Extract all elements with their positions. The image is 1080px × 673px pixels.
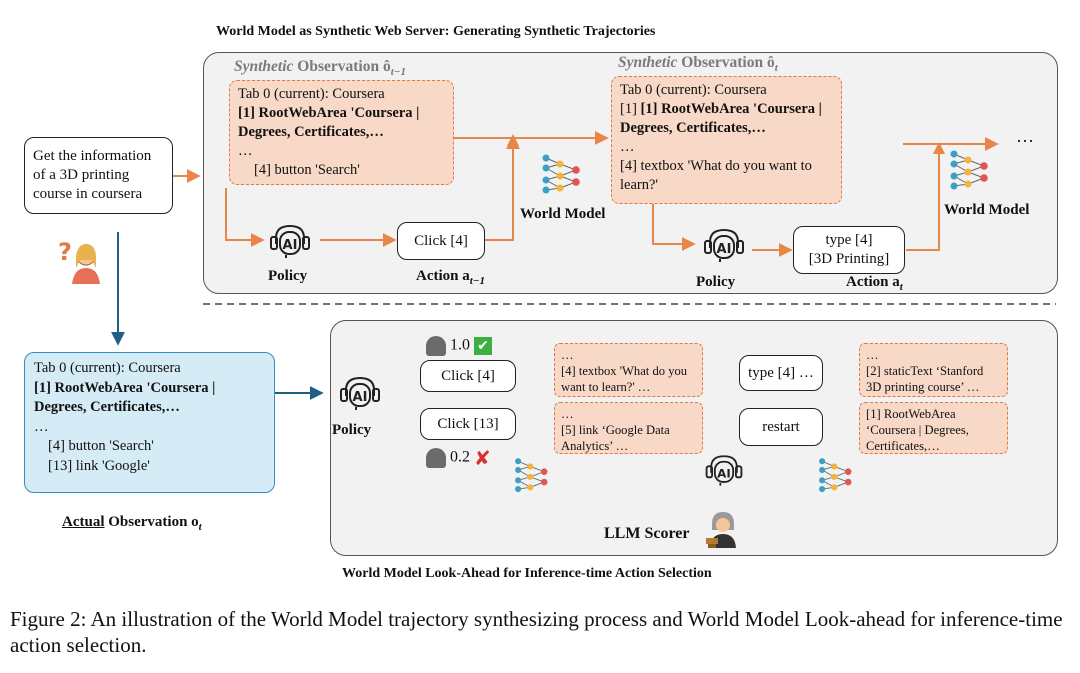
policy-label-2: Policy — [696, 274, 736, 290]
policy-ai-icon: AI — [340, 376, 380, 410]
actual-obs-label: Actual Observation ot — [62, 514, 202, 533]
branch-top-result: … [2] staticText ‘Stanford 3D printing c… — [859, 343, 1008, 397]
judge-icon — [706, 512, 736, 548]
synthetic-obs-curr-heading: Synthetic Observation ôt — [618, 54, 778, 75]
action-curr-label: Action at — [846, 274, 903, 293]
action-prev-label: Action at−1 — [416, 268, 485, 287]
policy-ai-icon: AI — [270, 224, 310, 258]
policy-ai-icon: AI — [704, 228, 744, 262]
world-model-icon — [542, 154, 580, 194]
policy-label-1: Policy — [268, 268, 308, 284]
policy-label-3: Policy — [332, 422, 372, 438]
svg-text:AI: AI — [717, 466, 731, 480]
branch-top-next-action: type [4] … — [739, 355, 823, 391]
figure-caption: Figure 2: An illustration of the World M… — [10, 607, 1063, 657]
policy-ai-icon: AI — [705, 455, 743, 486]
action-curr-box: type [4][3D Printing] — [793, 226, 905, 274]
branch-top-action: Click [4] — [420, 360, 516, 392]
judge-icon — [426, 336, 446, 356]
world-model-icon — [950, 150, 988, 190]
world-model-icon — [515, 458, 548, 493]
svg-text:AI: AI — [717, 242, 732, 257]
world-model-label-1: World Model — [520, 206, 606, 222]
svg-text:AI: AI — [353, 390, 368, 405]
llm-scorer-label: LLM Scorer — [604, 525, 690, 542]
synthetic-obs-curr: Tab 0 (current): Coursera [1] [1] RootWe… — [611, 76, 842, 204]
actual-obs-box: Tab 0 (current): Coursera [1] RootWebAre… — [24, 352, 275, 493]
world-model-icon — [819, 458, 852, 493]
branch-bottom-action: Click [13] — [420, 408, 516, 440]
action-prev-box: Click [4] — [397, 222, 485, 260]
svg-text:AI: AI — [283, 238, 298, 253]
branch-bottom-result: [1] RootWebArea ‘Coursera | Degrees, Cer… — [859, 402, 1008, 454]
branch-bottom-obs: … [5] link ‘Google Data Analytics’ … — [554, 402, 703, 454]
top-section-title: World Model as Synthetic Web Server: Gen… — [216, 24, 656, 39]
branch-top-obs: … [4] textbox 'What do you want to learn… — [554, 343, 703, 397]
cross-icon: ✘ — [474, 446, 491, 470]
confused-user-icon: ? — [56, 236, 106, 286]
branch-bottom-next-action: restart — [739, 408, 823, 446]
svg-text:?: ? — [58, 238, 72, 266]
synthetic-obs-prev: Tab 0 (current): Coursera [1] RootWebAre… — [229, 80, 454, 185]
score-bottom: 0.2 ✘ — [426, 446, 491, 470]
check-icon: ✔ — [474, 337, 492, 355]
score-top: 1.0 ✔ — [426, 336, 492, 356]
world-model-label-2: World Model — [944, 202, 1030, 218]
judge-icon — [426, 448, 446, 468]
synthetic-obs-prev-heading: Synthetic Observation ôt−1 — [234, 58, 406, 79]
task-box: Get the information of a 3D printing cou… — [24, 137, 173, 214]
bottom-section-title: World Model Look-Ahead for Inference-tim… — [342, 566, 712, 581]
ellipsis: … — [1016, 126, 1034, 146]
